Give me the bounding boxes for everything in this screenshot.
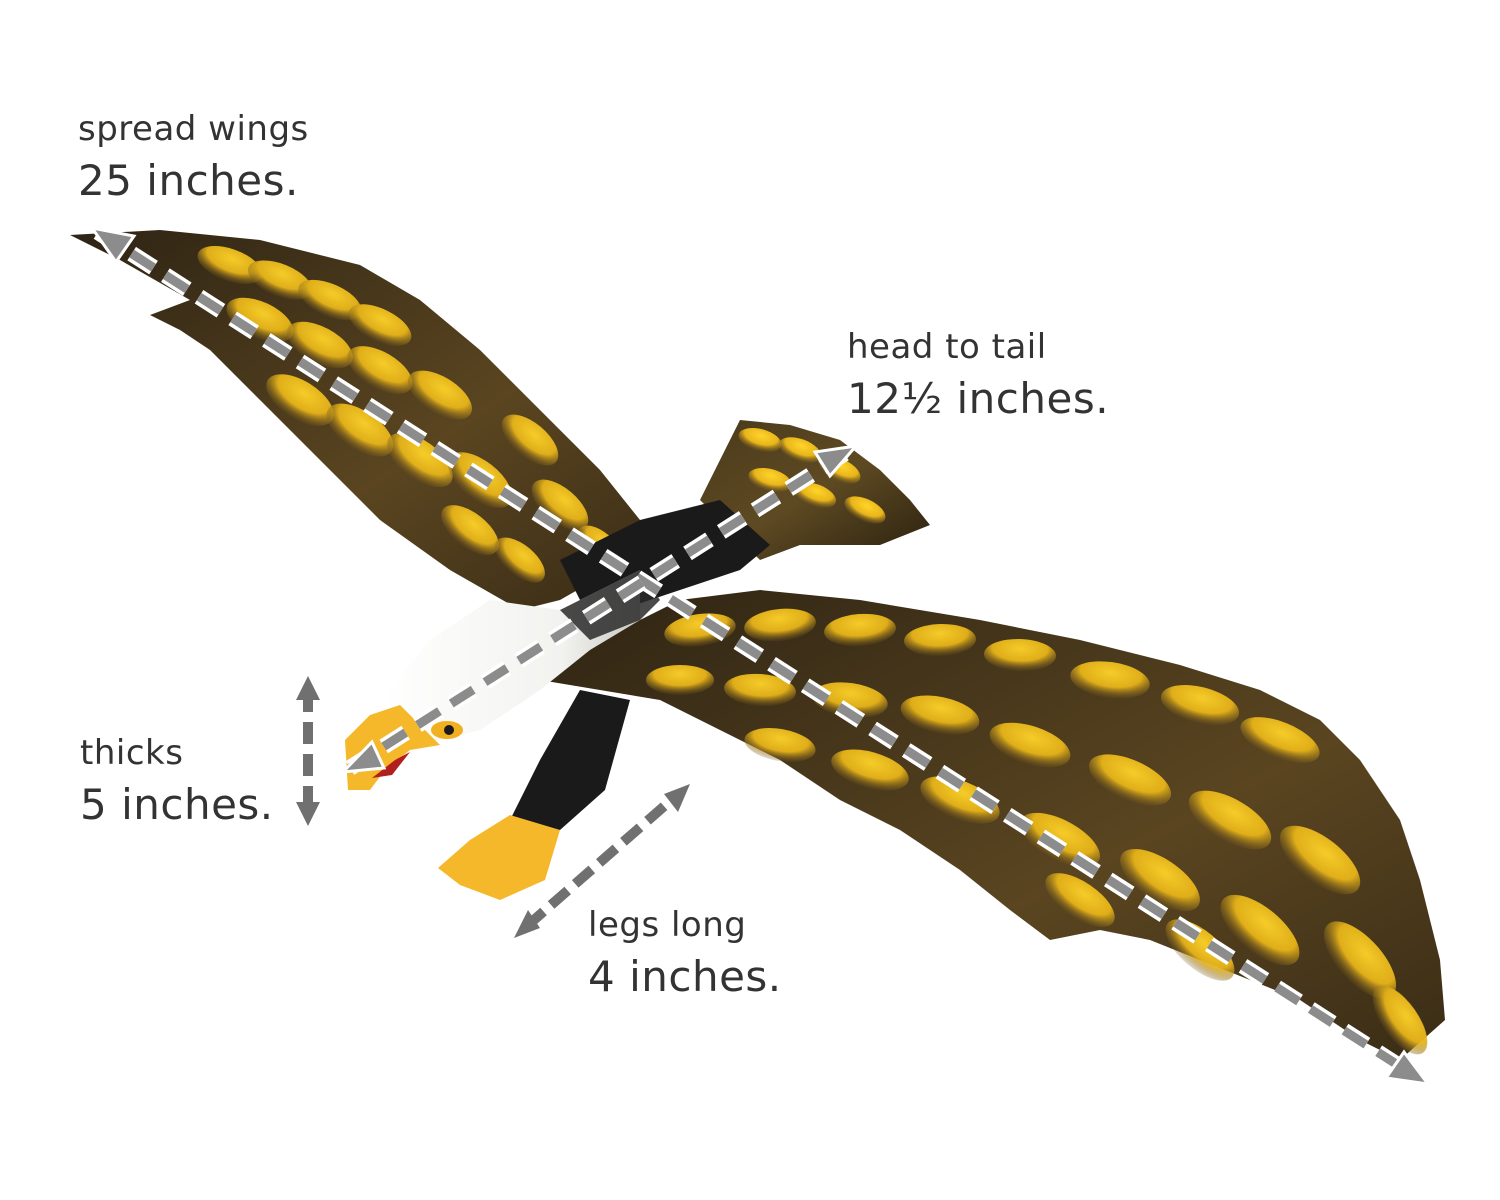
leg [510, 690, 630, 830]
upper-wing-feathers [197, 245, 622, 583]
head-to-tail-caption: head to tail [847, 327, 1047, 367]
foot [438, 815, 560, 900]
legs-arrow [514, 784, 690, 938]
head-to-tail-value: 12½ inches. [847, 374, 1110, 423]
thickness-label: thicks 5 inches. [80, 736, 274, 826]
wingspan-arrow [88, 225, 1432, 1086]
legs-value: 4 inches. [588, 952, 782, 1001]
thickness-arrow [296, 676, 320, 826]
pupil [444, 725, 454, 735]
wingspan-value: 25 inches. [78, 156, 299, 205]
thickness-caption: thicks [80, 733, 184, 773]
mouth [372, 752, 410, 778]
head-to-tail-arrow [339, 443, 860, 775]
wingspan-label: spread wings 25 inches. [78, 112, 309, 202]
lower-wing-feathers [646, 608, 1428, 1055]
tail-feathers [738, 427, 886, 524]
legs-label: legs long 4 inches. [588, 908, 782, 998]
head-to-tail-label: head to tail 12½ inches. [847, 330, 1109, 420]
thickness-value: 5 inches. [80, 780, 274, 829]
wingspan-caption: spread wings [78, 109, 309, 149]
legs-caption: legs long [588, 905, 747, 945]
